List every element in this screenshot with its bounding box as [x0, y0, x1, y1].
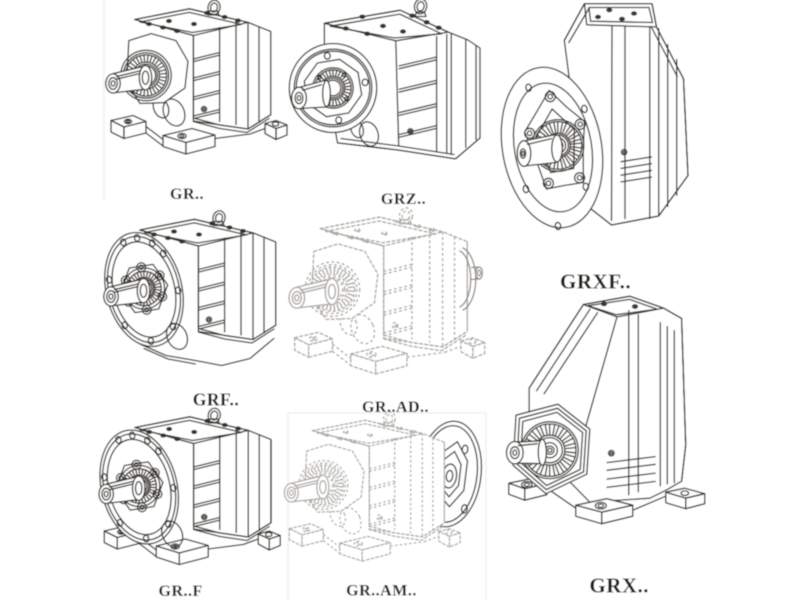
- svg-text:GRXF..: GRXF..: [560, 270, 631, 294]
- svg-text:GRX..: GRX..: [589, 574, 649, 598]
- svg-text:GR..F: GR..F: [159, 583, 203, 600]
- svg-text:GRZ..: GRZ..: [381, 191, 426, 208]
- svg-text:GR..AD..: GR..AD..: [362, 399, 429, 416]
- svg-text:GR..AM..: GR..AM..: [346, 583, 417, 600]
- svg-text:GR..: GR..: [170, 186, 204, 203]
- svg-text:GRF..: GRF..: [193, 390, 240, 410]
